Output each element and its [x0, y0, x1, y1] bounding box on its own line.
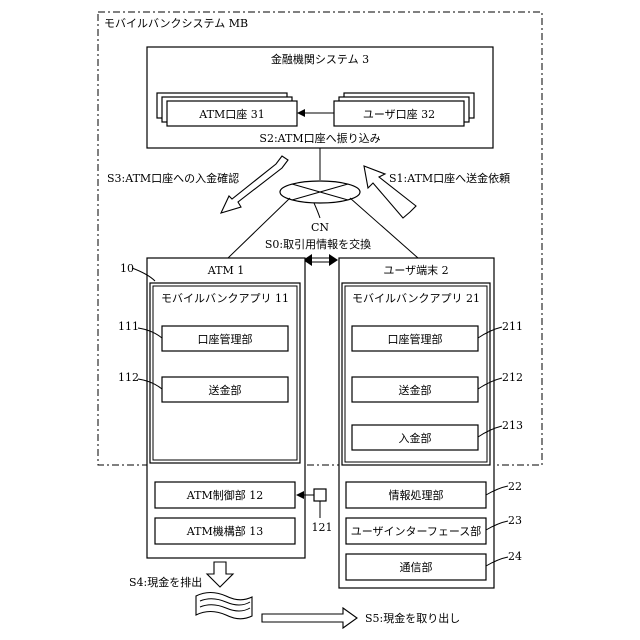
bank-system-label: 金融機関システム 3 [271, 52, 369, 66]
atm-account-mgmt-label: 口座管理部 [198, 332, 253, 346]
system-title: モバイルバンクシステム MB [104, 17, 248, 30]
s5-label: S5:現金を取り出し [365, 611, 460, 625]
atm-app-box-outer [150, 283, 300, 463]
atm-remit-label: 送金部 [209, 383, 242, 397]
atm-app-label: モバイルバンクアプリ 11 [161, 292, 289, 305]
network-leader [314, 203, 320, 218]
ref-23-label: 23 [508, 514, 522, 527]
network-label: CN [311, 221, 329, 234]
user-account-mgmt-label: 口座管理部 [388, 332, 443, 346]
user-terminal-label: ユーザ端末 2 [383, 263, 448, 277]
exchange-arrow-right [329, 254, 338, 266]
s2-label: S2:ATM口座へ振り込み [259, 131, 380, 145]
info-processing-label: 情報処理部 [389, 488, 444, 502]
ref-121-label: 121 [312, 521, 333, 534]
ref-213-label: 213 [502, 419, 523, 432]
s1-label: S1:ATM口座へ送金依頼 [389, 171, 510, 185]
s5-arrow [262, 608, 357, 628]
atm-control-label: ATM制御部 12 [186, 488, 263, 502]
user-remit-label: 送金部 [399, 383, 432, 397]
s4-arrow [207, 562, 233, 587]
sensor-121-box [314, 489, 326, 501]
comm-unit-label: 通信部 [400, 560, 433, 574]
atm-account-label: ATM口座 31 [198, 107, 264, 121]
ref-111-label: 111 [118, 320, 139, 333]
atm-mechanism-label: ATM機構部 13 [186, 524, 263, 538]
s0-label: S0:取引用情報を交換 [265, 237, 371, 251]
atm-ref-label: 10 [120, 262, 134, 275]
atm-label: ATM 1 [207, 264, 244, 277]
ref-112-label: 112 [118, 371, 139, 384]
user-app-label: モバイルバンクアプリ 21 [352, 292, 480, 305]
user-account-label: ユーザ口座 32 [363, 107, 435, 121]
ref-24-label: 24 [508, 550, 522, 563]
ui-unit-label: ユーザインターフェース部 [351, 524, 482, 538]
ref-22-label: 22 [508, 480, 522, 493]
ref-211-label: 211 [502, 320, 523, 333]
ref-212-label: 212 [502, 371, 523, 384]
s3-label: S3:ATM口座への入金確認 [107, 171, 239, 185]
s4-label: S4:現金を排出 [129, 575, 202, 589]
user-deposit-label: 入金部 [399, 431, 432, 445]
